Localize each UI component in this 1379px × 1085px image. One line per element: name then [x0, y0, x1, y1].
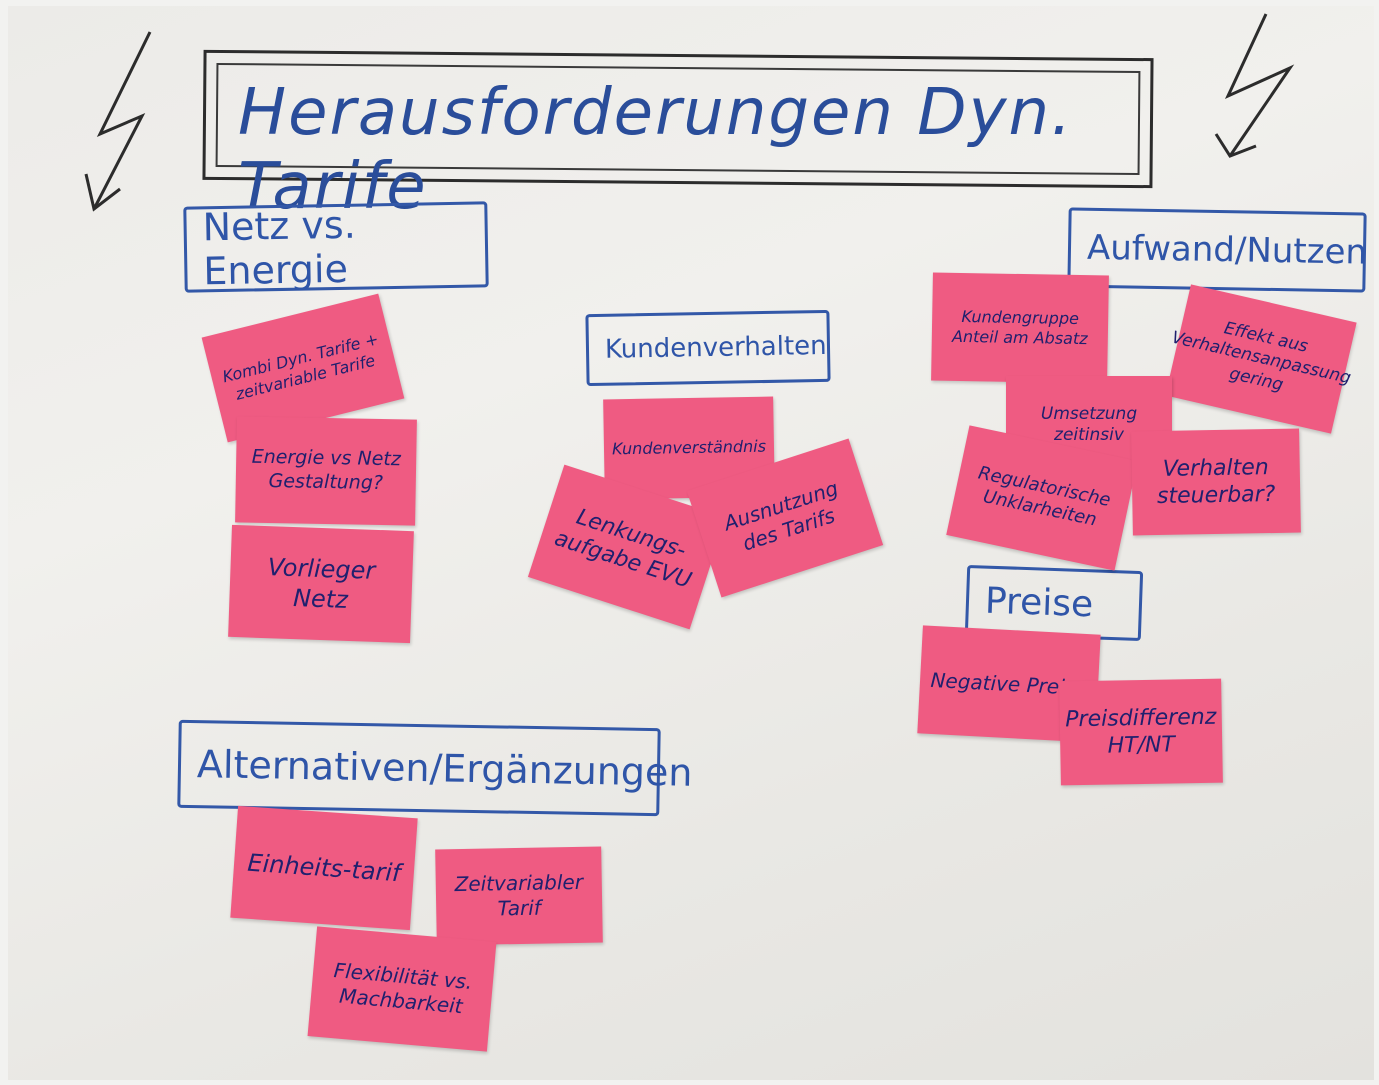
note-text: Kundengruppe Anteil am Absatz	[951, 306, 1088, 349]
note-text: Regulatorische Unklarheiten	[976, 461, 1113, 531]
sticky-note: Verhalten steuerbar?	[1131, 428, 1301, 536]
note-text: Flexibilität vs. Machbarkeit	[332, 958, 474, 1019]
sticky-note: Einheits-tarif	[230, 805, 418, 931]
header-netz-energie-label: Netz vs. Energie	[202, 202, 357, 294]
whiteboard: Herausforderungen Dyn. Tarife Netz vs. E…	[8, 6, 1374, 1080]
note-text: Lenkungs-aufgabe EVU	[551, 504, 695, 594]
sticky-note: Energie vs Netz Gestaltung?	[235, 416, 417, 526]
sticky-note: Kundengruppe Anteil am Absatz	[931, 272, 1109, 384]
note-text: Ausnutzung des Tarifs	[720, 475, 842, 556]
header-alternativen: Alternativen/Ergänzungen	[177, 719, 693, 817]
header-netz-energie: Netz vs. Energie	[183, 201, 489, 294]
sticky-note: Flexibilität vs. Machbarkeit	[307, 926, 497, 1052]
note-text: Kombi Dyn. Tarife + zeitvariable Tarife	[220, 329, 381, 404]
header-alternativen-label: Alternativen/Ergänzungen	[196, 742, 693, 795]
header-kundenverhalten: Kundenverhalten	[585, 309, 831, 387]
note-text: Preisdifferenz HT/NT	[1065, 704, 1217, 759]
sticky-note: Vorlieger Netz	[228, 524, 414, 644]
header-aufwand-nutzen-label: Aufwand/Nutzen	[1086, 227, 1368, 273]
note-text: Energie vs Netz Gestaltung?	[251, 445, 401, 494]
header-aufwand-nutzen: Aufwand/Nutzen	[1067, 207, 1368, 293]
page-title: Herausforderungen Dyn. Tarife	[238, 76, 1074, 224]
note-text: Kundenverständnis	[611, 436, 767, 459]
header-kundenverhalten-label: Kundenverhalten	[604, 330, 827, 365]
note-text: Umsetzung zeitinsiv	[1040, 403, 1138, 445]
sticky-note: Preisdifferenz HT/NT	[1059, 678, 1223, 786]
header-preise-label: Preise	[984, 580, 1094, 625]
lightning-arrow-left-icon	[84, 31, 152, 212]
note-text: Zeitvariabler Tarif	[454, 869, 584, 921]
lightning-arrow-right-icon	[1214, 13, 1295, 158]
note-text: Effekt aus Verhaltensanpassung gering	[1169, 318, 1353, 395]
note-text: Vorlieger Netz	[267, 553, 376, 614]
sticky-note: Zeitvariabler Tarif	[435, 846, 603, 946]
sticky-note: Effekt aus Verhaltensanpassung gering	[1165, 284, 1357, 434]
note-text: Einheits-tarif	[246, 848, 402, 888]
note-text: Verhalten steuerbar?	[1156, 454, 1276, 510]
